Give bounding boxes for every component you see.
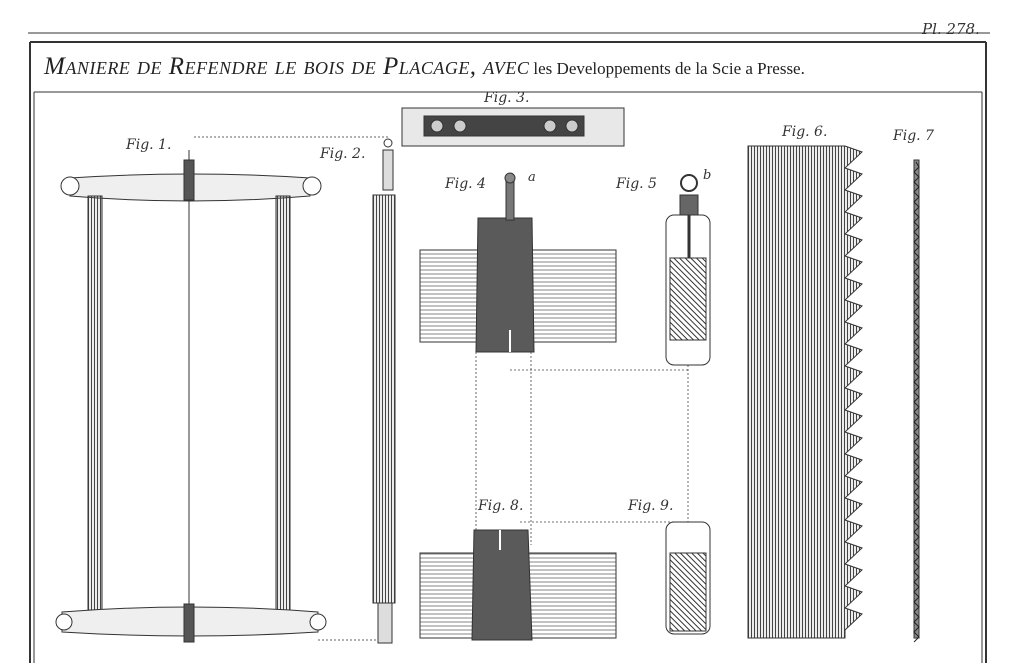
section-lower-drawing (665, 521, 711, 635)
saw-side-view-drawing (372, 138, 396, 644)
blade-edge-drawing (913, 159, 920, 643)
letter-b: b (703, 168, 712, 183)
press-on-board-drawing (419, 172, 617, 353)
fig-7-label: Fig. 7 (893, 128, 934, 144)
plate-number: Pl. 278. (922, 20, 980, 38)
plate-title-rest: les Developpements de la Scie a Presse. (533, 59, 805, 78)
frame-saw-drawing (55, 136, 390, 643)
saw-blade-drawing (747, 145, 863, 639)
fig-6-label: Fig. 6. (782, 124, 828, 140)
fig-9-label: Fig. 9. (628, 498, 674, 514)
fig-1-label: Fig. 1. (126, 137, 172, 153)
plate-title: Maniere de Refendre le bois de Placage, … (44, 53, 989, 81)
fig-2-label: Fig. 2. (320, 146, 366, 162)
plate-title-caps: Maniere de Refendre le bois de Placage, … (44, 53, 530, 80)
fig-5-label: Fig. 5 (616, 176, 657, 192)
fig-4-label: Fig. 4 (445, 176, 486, 192)
plate-border (28, 32, 990, 663)
fig-3-label: Fig. 3. (484, 90, 530, 106)
letter-a: a (528, 170, 536, 185)
press-lower-view-drawing (419, 529, 617, 641)
press-section-drawing (665, 174, 711, 366)
fig-8-label: Fig. 8. (478, 498, 524, 514)
projection-lines (475, 352, 689, 545)
clamp-bar-drawing (401, 107, 625, 147)
